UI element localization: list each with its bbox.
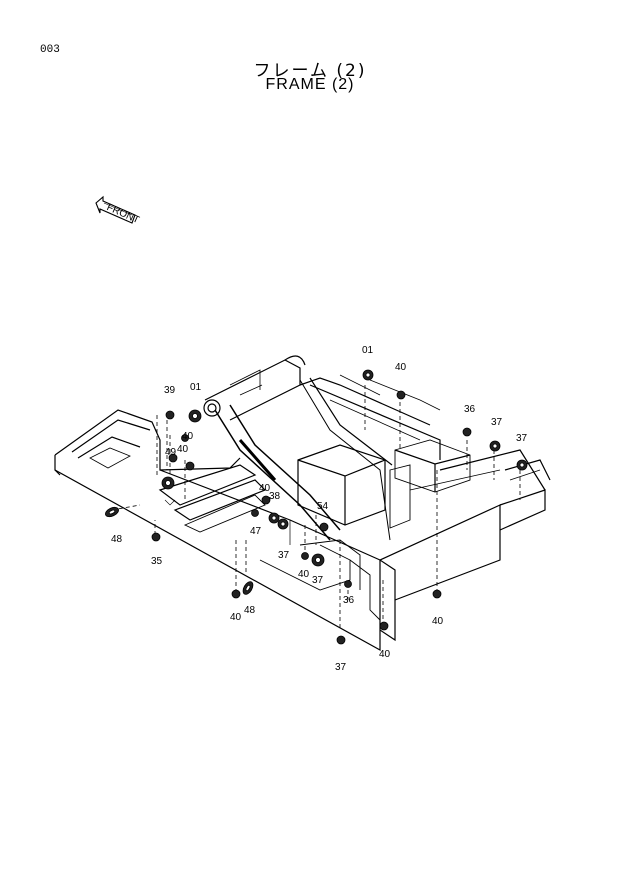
nut-icon bbox=[181, 434, 189, 442]
front-label: FRONT bbox=[105, 202, 141, 226]
callout-label: 01 bbox=[190, 382, 202, 393]
nut-icon bbox=[151, 532, 161, 542]
nut-icon bbox=[432, 589, 442, 599]
callout-label: 37 bbox=[516, 433, 528, 444]
nut-icon bbox=[336, 635, 346, 645]
callout-label: 37 bbox=[278, 550, 290, 561]
front-arrow-icon: FRONT bbox=[95, 195, 141, 226]
nut-icon bbox=[165, 410, 175, 420]
callout-label: 39 bbox=[164, 385, 176, 396]
plate-icon bbox=[242, 581, 254, 595]
callout-label: 40 bbox=[230, 612, 242, 623]
callout-label: 54 bbox=[317, 501, 329, 512]
nut-icon bbox=[362, 369, 374, 381]
callout-label: 40 bbox=[177, 444, 189, 455]
callout-label: 48 bbox=[111, 534, 123, 545]
leader-lines bbox=[111, 385, 521, 630]
callout-label: 01 bbox=[362, 345, 374, 356]
callout-label: 37 bbox=[491, 417, 503, 428]
nut-icon bbox=[379, 621, 389, 631]
nut-icon bbox=[185, 461, 195, 471]
page-number: 003 bbox=[40, 44, 60, 56]
callout-label: 36 bbox=[464, 404, 476, 415]
callout-label: 40 bbox=[432, 616, 444, 627]
callout-label: 40 bbox=[298, 569, 310, 580]
nut-icon bbox=[277, 518, 289, 530]
callout-label: 37 bbox=[335, 662, 347, 673]
callout-labels: 01 40 39 01 40 49 40 36 37 37 40 38 54 4… bbox=[111, 345, 528, 673]
callout-label: 40 bbox=[379, 649, 391, 660]
nut-icon bbox=[344, 580, 352, 588]
callout-label: 47 bbox=[250, 526, 262, 537]
nut-icon bbox=[188, 409, 202, 423]
title-japanese: フレーム (2) bbox=[253, 61, 367, 81]
nut-icon bbox=[396, 390, 406, 400]
nut-icon bbox=[231, 589, 241, 599]
nut-icon bbox=[319, 522, 329, 532]
nut-icon bbox=[311, 553, 325, 567]
nut-icon bbox=[516, 459, 528, 471]
title-english: FRAME (2) bbox=[265, 76, 355, 93]
callout-label: 38 bbox=[269, 491, 281, 502]
callout-label: 36 bbox=[343, 595, 355, 606]
callout-label: 40 bbox=[182, 431, 194, 442]
callout-label: 48 bbox=[244, 605, 256, 616]
plate-icon bbox=[105, 506, 119, 518]
nut-icon bbox=[268, 512, 280, 524]
nut-icon bbox=[161, 476, 175, 490]
callout-label: 37 bbox=[312, 575, 324, 586]
nut-icon bbox=[489, 440, 501, 452]
callout-label: 40 bbox=[395, 362, 407, 373]
callout-label: 49 bbox=[165, 447, 177, 458]
frame-body bbox=[54, 355, 551, 652]
callout-label: 40 bbox=[259, 483, 271, 494]
nut-icon bbox=[251, 509, 259, 517]
nut-icon bbox=[301, 552, 309, 560]
callout-label: 35 bbox=[151, 556, 163, 567]
nut-icon bbox=[168, 453, 178, 463]
nut-icon bbox=[462, 427, 472, 437]
nut-icon bbox=[261, 495, 271, 505]
fasteners bbox=[105, 369, 528, 645]
